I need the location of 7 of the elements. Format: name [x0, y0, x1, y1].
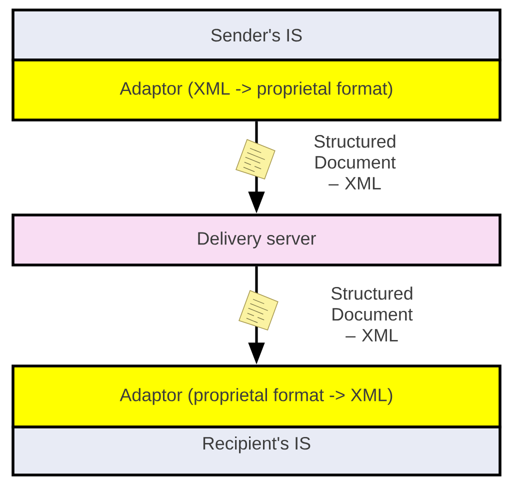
server-box: Delivery server: [12, 214, 502, 266]
adaptor-box: Adaptor (XML -> proprietal format): [12, 58, 502, 122]
system-box: Sender's IS: [12, 8, 502, 62]
adaptor-box: Adaptor (proprietal format -> XML): [12, 364, 502, 428]
system-box: Recipient's IS: [12, 426, 502, 476]
edge-label: Structured Document – XML: [314, 134, 396, 190]
edge-label: Structured Document – XML: [331, 286, 413, 342]
